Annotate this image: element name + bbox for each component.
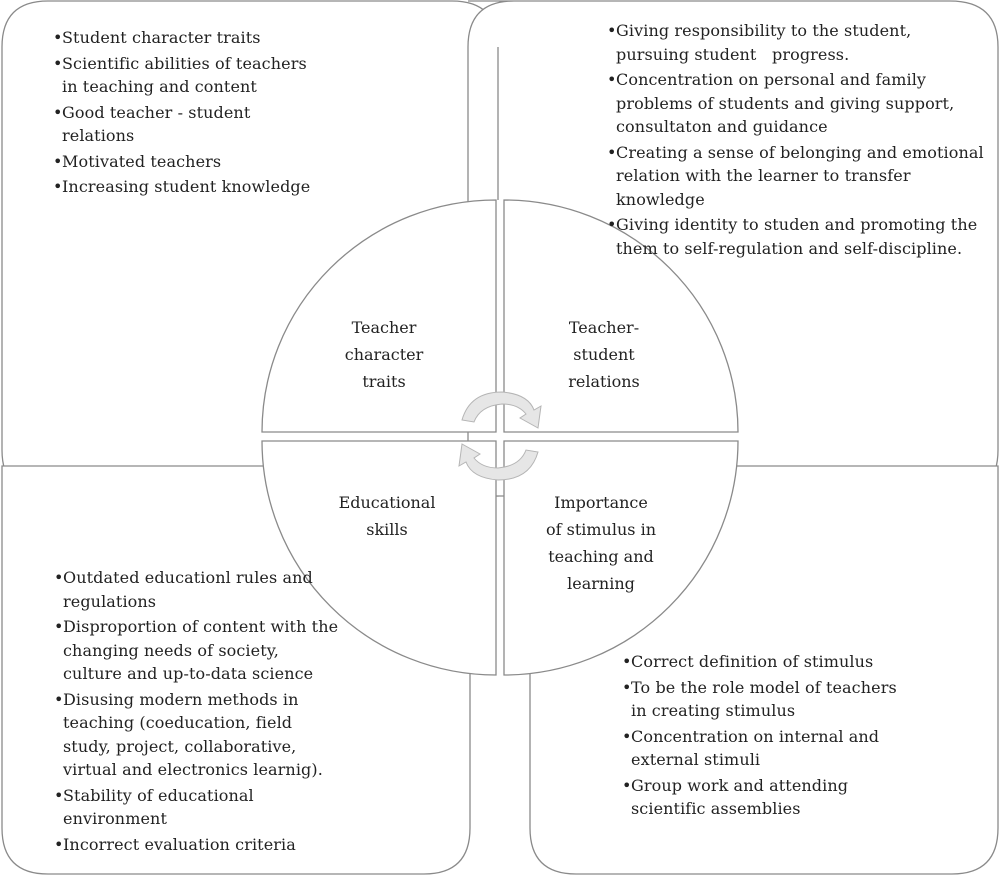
list-item: Disusing modern methods in teaching (coe… [53, 688, 343, 782]
label-importance-of-stimulus: Importance of stimulus in teaching and l… [545, 493, 656, 593]
list-bottom-right: Correct definition of stimulus To be the… [621, 650, 911, 823]
list-item: Scientific abilities of teachers in teac… [52, 52, 322, 99]
list-item: Student character traits [52, 26, 322, 50]
list-item: Motivated teachers [52, 150, 322, 174]
label-teacher-character-traits: Teacher character traits [344, 318, 424, 391]
list-item: Giving identity to studen and promoting … [606, 213, 984, 260]
list-item: Concentration on internal and external s… [621, 725, 911, 772]
cycle-arrow-icon [458, 391, 542, 481]
list-item: To be the role model of teachers in crea… [621, 676, 911, 723]
label-teacher-student-relations: Teacher-student relations [568, 318, 640, 391]
list-item: Giving responsibility to the student, pu… [606, 19, 984, 66]
list-item: Stability of educational environment [53, 784, 343, 831]
list-bottom-left: Outdated educationl rules and regulation… [53, 566, 343, 858]
list-top-right: Giving responsibility to the student, pu… [606, 19, 984, 262]
list-top-left: Student character traits Scientific abil… [52, 26, 322, 201]
quadrant-top-left [261, 199, 497, 433]
list-item: Incorrect evaluation criteria [53, 833, 343, 857]
label-educational-skills: Educational skills [338, 493, 436, 539]
quadrant-top-right [503, 199, 739, 433]
list-item: Disproportion of content with the changi… [53, 615, 343, 686]
list-item: Group work and attending scientific asse… [621, 774, 911, 821]
list-item: Creating a sense of belonging and emotio… [606, 141, 984, 212]
quadrant-bottom-right [503, 440, 739, 676]
list-item: Increasing student knowledge [52, 175, 322, 199]
list-item: Outdated educationl rules and regulation… [53, 566, 343, 613]
list-item: Correct definition of stimulus [621, 650, 911, 674]
list-item: Good teacher - student relations [52, 101, 322, 148]
list-item: Concentration on personal and family pro… [606, 68, 984, 139]
